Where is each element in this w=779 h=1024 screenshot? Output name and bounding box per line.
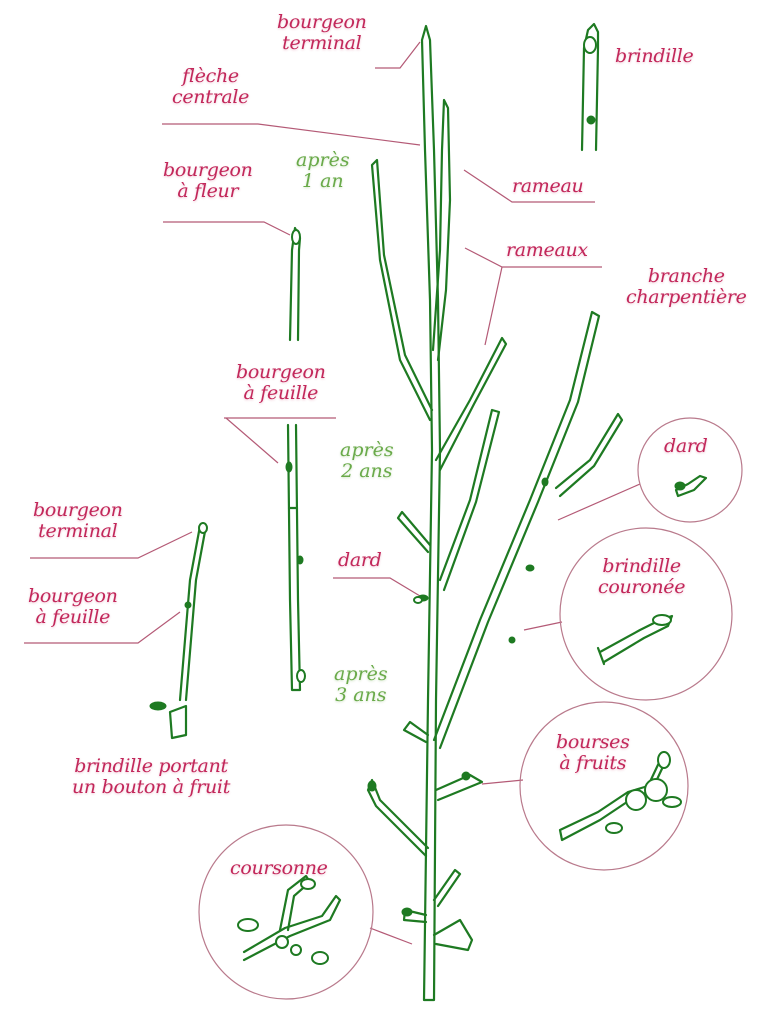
leader-dard-circle	[557, 483, 641, 521]
bourse-spur	[434, 773, 484, 802]
age-line: après	[334, 663, 388, 685]
label-line: à fleur	[177, 180, 239, 202]
circle-label-brindille-couronee: brindille couronée	[598, 556, 685, 598]
detail-circle-bourses-a-fruits	[519, 701, 689, 871]
trunk	[420, 24, 442, 1002]
age-line: 1 an	[301, 170, 344, 192]
leader-bourses-a-fruits	[481, 779, 524, 785]
label-line: bourgeon	[33, 499, 123, 521]
trunk-buds	[367, 477, 549, 917]
twig-illustration-middle	[285, 226, 306, 692]
label-line: un bouton à fruit	[72, 776, 231, 798]
age-line: après	[340, 439, 394, 461]
leader-lines	[24, 41, 641, 945]
label-fleche-centrale: flèche centrale	[172, 66, 249, 108]
label-line: centrale	[172, 86, 250, 108]
left-spur	[402, 720, 430, 744]
label-line: bourgeon	[277, 11, 367, 33]
label-line: branche	[647, 265, 725, 287]
label-bourgeon-terminal-top: bourgeon terminal	[277, 12, 367, 54]
leader-bourgeon-terminal-top	[375, 41, 421, 69]
dard-detail-icon	[674, 474, 708, 498]
circle-label-dard: dard	[664, 436, 708, 457]
label-brindille-top: brindille	[615, 46, 694, 67]
charpentiere-sub-branch	[554, 412, 624, 498]
label-rameau: rameau	[512, 175, 584, 197]
coursonne-spur	[432, 918, 474, 952]
leader-bourgeon-a-fleur	[163, 221, 291, 236]
leader-rameaux-b	[484, 266, 503, 346]
label-bourgeon-terminal-left: bourgeon terminal	[33, 500, 123, 542]
age-label-year3: après 3 ans	[334, 664, 388, 706]
label-line: brindille	[602, 555, 681, 577]
leader-dard-trunk	[333, 577, 421, 597]
age-label-year1: après 1 an	[296, 150, 350, 192]
twig-illustration-left	[149, 522, 208, 740]
label-bourgeon-a-feuille-left: bourgeon à feuille	[28, 586, 118, 628]
left-lower-branch	[366, 778, 430, 858]
leader-rameau	[463, 169, 595, 203]
left-upper-branch	[370, 158, 434, 422]
age-label-year2: après 2 ans	[340, 440, 394, 482]
label-line: rameau	[512, 175, 584, 197]
leader-coursonne	[369, 927, 413, 945]
label-brindille-bouton-fruit: brindille portant un bouton à fruit	[72, 756, 230, 798]
twig-base	[168, 704, 188, 740]
flower-bud-icon	[291, 229, 301, 245]
label-bourgeon-a-fleur: bourgeon à fleur	[163, 160, 253, 202]
label-line: bourgeon	[236, 361, 326, 383]
lower-right-spur	[432, 868, 462, 908]
label-line: couronée	[598, 576, 686, 598]
coursonne-detail-icon	[237, 874, 342, 965]
rameaux-branch	[434, 336, 508, 472]
label-line: bourgeon	[28, 585, 118, 607]
label-line: brindille portant	[74, 755, 228, 777]
age-line: 2 ans	[341, 460, 393, 482]
label-line: charpentière	[626, 286, 747, 308]
detail-circle-dard	[637, 417, 743, 523]
detail-circle-brindille-couronee	[559, 527, 733, 701]
main-tree	[366, 24, 624, 1002]
label-line: à fruits	[559, 752, 627, 774]
rameau-branch	[431, 98, 452, 362]
left-stub-upper	[396, 510, 432, 554]
label-line: bourgeon	[163, 159, 253, 181]
fruit-bud-twig	[178, 524, 208, 702]
label-bourgeon-a-feuille-mid: bourgeon à feuille	[236, 362, 326, 404]
brindille-illustration-top	[580, 22, 600, 152]
twig-lower-segment	[286, 423, 302, 692]
label-line: brindille	[615, 45, 694, 67]
leader-bourgeon-terminal-left	[30, 531, 193, 559]
detail-circle-coursonne	[198, 824, 374, 1000]
label-dard-trunk: dard	[338, 550, 382, 571]
label-line: à feuille	[35, 606, 111, 628]
label-line: coursonne	[230, 857, 328, 879]
leader-bourgeon-a-feuille-left	[24, 611, 181, 644]
label-line: dard	[338, 549, 382, 571]
label-branche-charpentiere: branche charpentière	[626, 266, 747, 308]
age-line: 3 ans	[335, 684, 387, 706]
age-line: après	[296, 149, 350, 171]
label-line: terminal	[282, 32, 362, 54]
label-line: terminal	[38, 520, 118, 542]
leader-fleche-centrale	[162, 123, 421, 146]
bourses-a-fruits-detail-icon	[558, 750, 682, 842]
branche-charpentiere	[432, 310, 601, 750]
label-line: flèche	[182, 65, 239, 87]
label-line: dard	[664, 435, 708, 457]
brindille-couronee-detail-icon	[596, 614, 674, 666]
label-line: bourses	[556, 731, 630, 753]
leader-bourgeon-a-feuille-mid	[225, 417, 279, 464]
circle-label-bourses-a-fruits: bourses à fruits	[556, 732, 630, 774]
mid-right-branch	[438, 408, 501, 592]
label-line: à feuille	[243, 382, 319, 404]
circle-label-coursonne: coursonne	[230, 858, 328, 879]
leader-brindille-couronee	[523, 621, 563, 631]
label-rameaux: rameaux	[506, 240, 588, 261]
label-line: rameaux	[506, 239, 588, 261]
